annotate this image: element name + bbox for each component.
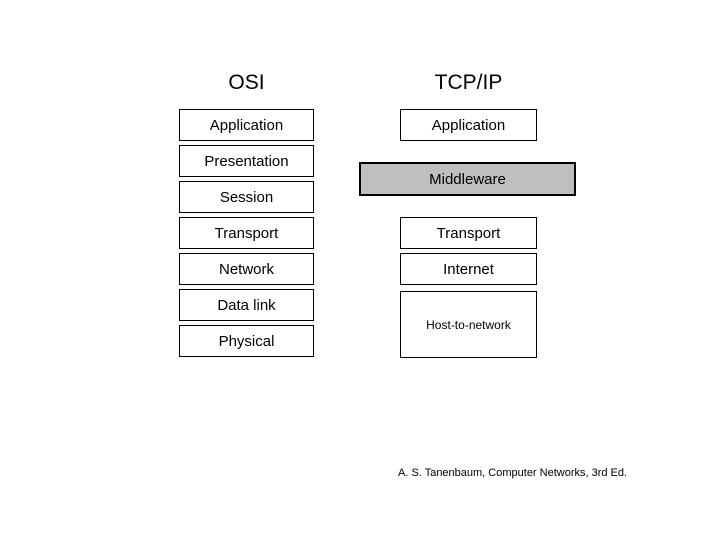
tcpip-layer-application: Application — [400, 109, 537, 141]
tcpip-layer-middleware: Middleware — [359, 162, 576, 196]
source-attribution: A. S. Tanenbaum, Computer Networks, 3rd … — [398, 467, 628, 479]
tcpip-layer-internet: Internet — [400, 253, 537, 285]
osi-layer-transport: Transport — [179, 217, 314, 249]
osi-layer-data-link: Data link — [179, 289, 314, 321]
tcpip-column-header: TCP/IP — [434, 71, 503, 94]
osi-layer-network: Network — [179, 253, 314, 285]
osi-layer-physical: Physical — [179, 325, 314, 357]
osi-layer-presentation: Presentation — [179, 145, 314, 177]
osi-layer-session: Session — [179, 181, 314, 213]
tcpip-layer-transport: Transport — [400, 217, 537, 249]
tcpip-layer-host-to-network: Host-to-network — [400, 291, 537, 358]
osi-column-header: OSI — [228, 71, 265, 94]
osi-layer-application: Application — [179, 109, 314, 141]
